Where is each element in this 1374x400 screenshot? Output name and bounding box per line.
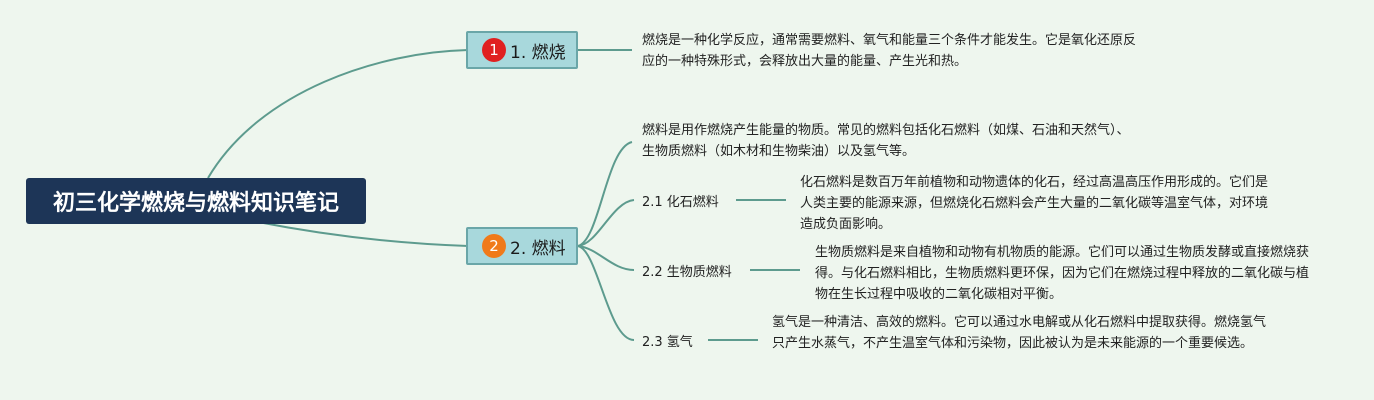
note-biomass-fuel: 生物质燃料是来自植物和动物有机物质的能源。它们可以通过生物质发酵或直接燃烧获得。… — [815, 245, 1310, 302]
note-hydrogen: 氢气是一种清洁、高效的燃料。它可以通过水电解或从化石燃料中提取获得。燃烧氢气只产… — [772, 315, 1267, 351]
subtopic-fossil-fuel[interactable]: 2.1 化石燃料 — [642, 195, 719, 210]
central-topic[interactable]: 初三化学燃烧与燃料知识笔记 — [26, 178, 366, 224]
connector-fuel-to-fossil — [577, 199, 635, 247]
branch-fuel[interactable]: 2 2. 燃料 — [466, 227, 578, 265]
connector-root-to-burning — [207, 49, 469, 179]
number-badge-1: 1 — [482, 38, 506, 62]
note-fossil-fuel: 化石燃料是数百万年前植物和动物遗体的化石，经过高温高压作用形成的。它们是人类主要… — [800, 175, 1269, 232]
branch-burning[interactable]: 1 1. 燃烧 — [466, 31, 578, 69]
branch-burning-label: 1. 燃烧 — [510, 42, 566, 63]
connector-fuel-to-note — [577, 141, 633, 247]
central-topic-title: 初三化学燃烧与燃料知识笔记 — [52, 191, 339, 216]
note-fuel: 燃料是用作燃烧产生能量的物质。常见的燃料包括化石燃料（如煤、石油和天然气）、生物… — [642, 123, 1130, 159]
connector-fuel-to-biomass — [577, 245, 635, 271]
number-badge-2: 2 — [482, 234, 506, 258]
connector-fuel-to-hydrogen — [577, 245, 635, 341]
subtopic-hydrogen[interactable]: 2.3 氢气 — [642, 335, 693, 350]
note-burning: 燃烧是一种化学反应，通常需要燃料、氧气和能量三个条件才能发生。它是氧化还原反应的… — [642, 33, 1137, 69]
branch-fuel-label: 2. 燃料 — [510, 238, 566, 259]
connector-root-to-fuel — [257, 221, 469, 247]
subtopic-biomass-fuel[interactable]: 2.2 生物质燃料 — [642, 265, 732, 280]
